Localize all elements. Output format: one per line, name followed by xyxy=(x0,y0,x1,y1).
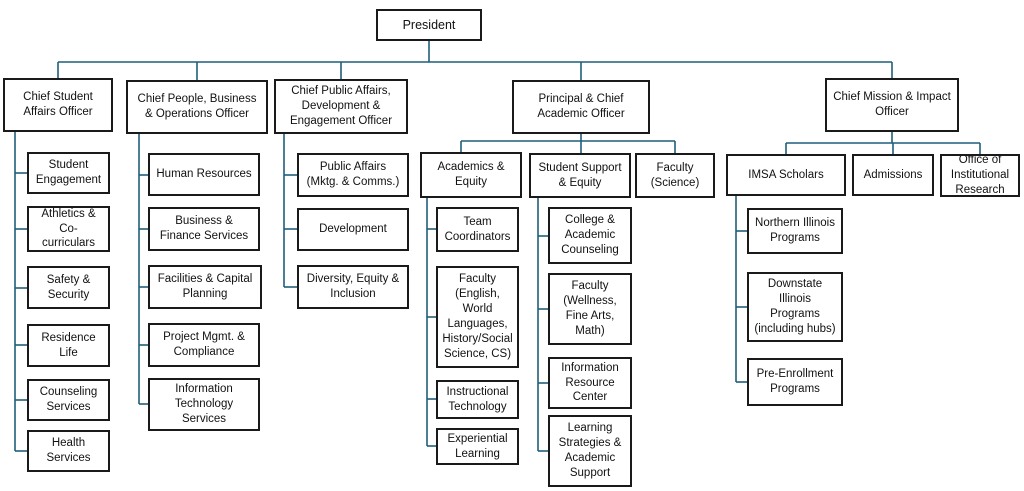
chief-mission-impact-box: Chief Mission & Impact Officer xyxy=(825,78,959,132)
institutional-research-box: Office of Institutional Research xyxy=(940,154,1020,197)
project-mgmt-box: Project Mgmt. & Compliance xyxy=(148,323,260,367)
faculty-science-box: Faculty (Science) xyxy=(635,153,715,198)
pre-enrollment-box: Pre-Enrollment Programs xyxy=(747,358,843,406)
athletics-cocurriculars-box: Athletics & Co- curriculars xyxy=(27,206,110,252)
college-counseling-box: College & Academic Counseling xyxy=(548,207,632,264)
public-affairs-box: Public Affairs (Mktg. & Comms.) xyxy=(297,153,409,197)
principal-box: Principal & Chief Academic Officer xyxy=(512,80,650,134)
downstate-illinois-box: Downstate Illinois Programs (including h… xyxy=(747,272,843,342)
student-engagement-box: Student Engagement xyxy=(27,152,110,194)
development-box: Development xyxy=(297,208,409,251)
business-finance-box: Business & Finance Services xyxy=(148,207,260,251)
academics-equity-box: Academics & Equity xyxy=(420,152,522,198)
information-resource-center-box: Information Resource Center xyxy=(548,357,632,409)
president-box: President xyxy=(376,9,482,41)
northern-illinois-box: Northern Illinois Programs xyxy=(747,208,843,254)
imsa-scholars-box: IMSA Scholars xyxy=(726,154,846,196)
experiential-learning-box: Experiential Learning xyxy=(436,428,519,465)
counseling-services-box: Counseling Services xyxy=(27,379,110,421)
diversity-equity-inclusion-box: Diversity, Equity & Inclusion xyxy=(297,265,409,309)
instructional-technology-box: Instructional Technology xyxy=(436,380,519,419)
team-coordinators-box: Team Coordinators xyxy=(436,207,519,252)
health-services-box: Health Services xyxy=(27,430,110,472)
safety-security-box: Safety & Security xyxy=(27,266,110,309)
human-resources-box: Human Resources xyxy=(148,153,260,196)
information-technology-box: Information Technology Services xyxy=(148,378,260,431)
faculty-english-box: Faculty (English, World Languages, Histo… xyxy=(436,266,519,368)
learning-strategies-box: Learning Strategies & Academic Support xyxy=(548,415,632,487)
chief-people-business-box: Chief People, Business & Operations Offi… xyxy=(126,80,268,134)
chief-student-affairs-box: Chief Student Affairs Officer xyxy=(3,78,113,132)
chief-public-affairs-box: Chief Public Affairs, Development & Enga… xyxy=(274,79,408,134)
student-support-equity-box: Student Support & Equity xyxy=(529,153,631,198)
residence-life-box: Residence Life xyxy=(27,324,110,367)
admissions-box: Admissions xyxy=(852,154,934,196)
facilities-capital-box: Facilities & Capital Planning xyxy=(148,265,262,309)
faculty-wellness-box: Faculty (Wellness, Fine Arts, Math) xyxy=(548,273,632,345)
